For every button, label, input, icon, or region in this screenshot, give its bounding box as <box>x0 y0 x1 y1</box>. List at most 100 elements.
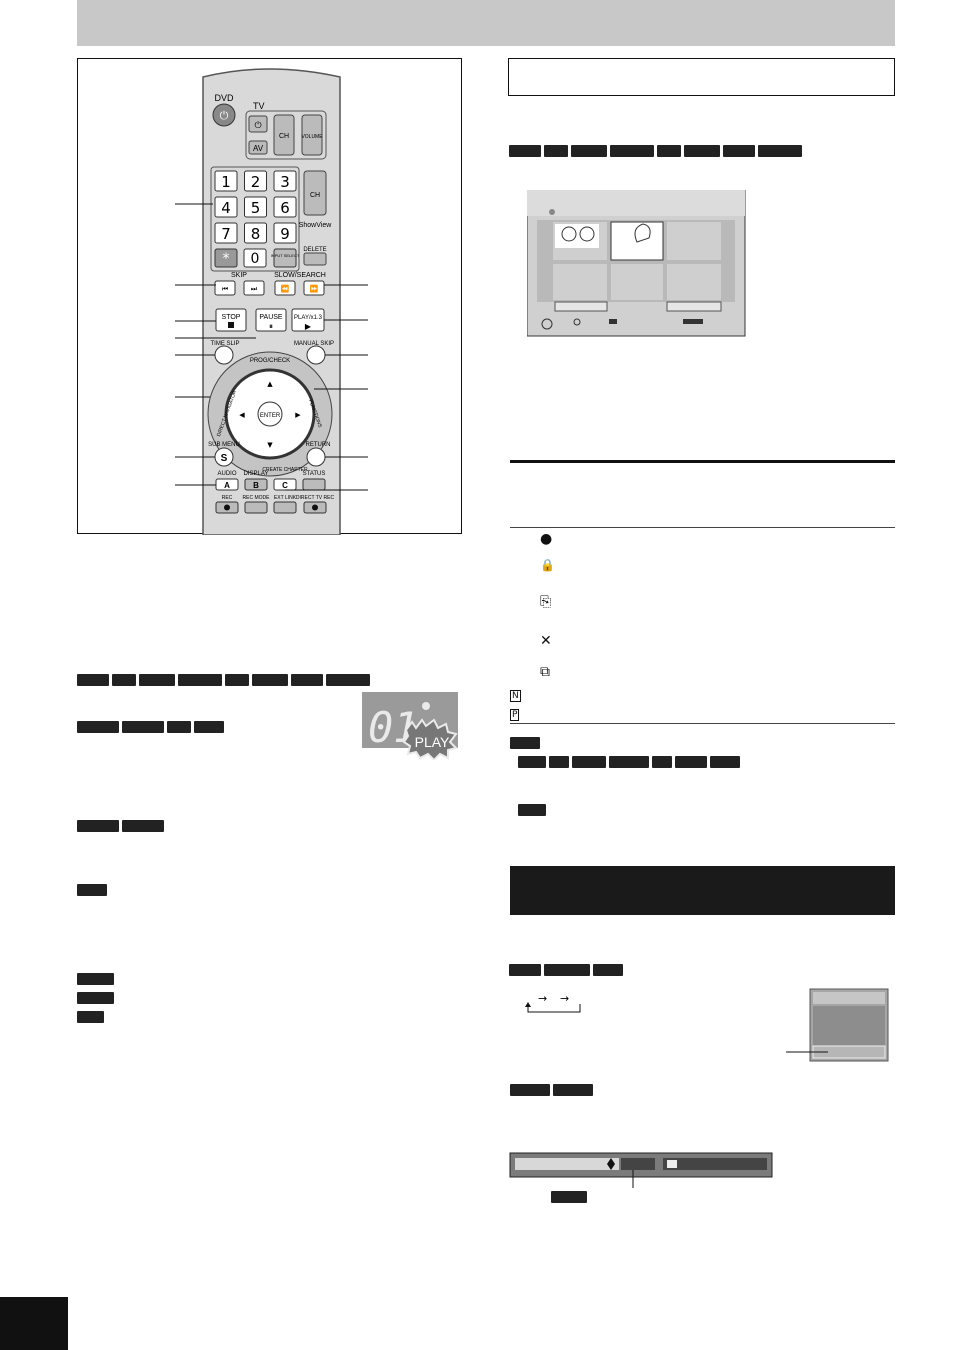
thumbnail-cell[interactable] <box>553 264 607 300</box>
status-bar-figure <box>509 1152 773 1188</box>
rec-mode-label: REC MODE <box>243 495 271 501</box>
direct-tv-rec-icon <box>312 504 318 511</box>
screen-next-button[interactable] <box>666 301 722 312</box>
page-header-band <box>77 0 895 46</box>
screen-prev-button[interactable] <box>554 301 608 312</box>
enter-button[interactable] <box>257 401 283 427</box>
disc-badge <box>509 964 541 976</box>
n-icon: N <box>510 690 521 702</box>
volume-rocker[interactable] <box>301 114 323 156</box>
display-button[interactable] <box>244 478 268 491</box>
fast-forward-icon: ⏩ <box>310 284 319 293</box>
cycle-arrow-2: → <box>560 992 569 1005</box>
skip-back-button[interactable] <box>214 280 236 296</box>
disc-badge <box>758 145 802 157</box>
table-rule-top <box>510 527 895 528</box>
channel-rocker[interactable] <box>303 170 327 216</box>
disc-badge <box>544 145 568 157</box>
cycle-return-line <box>527 1004 581 1013</box>
audio-a-label: A <box>224 481 230 490</box>
dolby-icon <box>667 1160 677 1168</box>
fast-forward-button[interactable] <box>303 280 325 296</box>
digit-button-5[interactable] <box>244 196 267 218</box>
showview-label: ShowView <box>299 222 333 229</box>
disc-badge-row-7 <box>77 1011 104 1023</box>
front-panel-display: 01 PLAY <box>362 692 458 760</box>
tv-ch-label: CH <box>279 133 289 140</box>
time-slip-button[interactable] <box>214 345 234 365</box>
pause-button[interactable] <box>255 308 287 332</box>
arrow-left-icon: ◀ <box>239 411 245 419</box>
thumbnail-cell[interactable] <box>667 264 721 300</box>
disc-badge-row-right-6 <box>510 1084 593 1096</box>
disc-badge <box>657 145 681 157</box>
dvd-label: DVD <box>214 93 234 103</box>
digit-button-4[interactable] <box>214 196 238 218</box>
disc-badge <box>551 1191 587 1203</box>
menu-body <box>813 1006 885 1046</box>
delete-label: DELETE <box>303 247 326 253</box>
callout-lines <box>175 203 368 491</box>
skip-forward-button[interactable] <box>243 280 265 296</box>
delete-button[interactable] <box>303 252 327 266</box>
status-button[interactable] <box>302 478 326 491</box>
tv-label: TV <box>253 101 265 111</box>
rewind-icon: ⏪ <box>281 284 290 293</box>
return-label: RETURN <box>306 442 331 448</box>
digit-button-8[interactable] <box>244 222 267 244</box>
digit-button-1[interactable] <box>214 170 238 192</box>
digit-button-2[interactable] <box>244 170 267 192</box>
arrow-right-icon: ▶ <box>295 411 301 419</box>
disc-badge <box>77 992 114 1004</box>
person-head-2 <box>579 226 595 242</box>
protected-icon: ⎘ <box>540 594 552 610</box>
digit-button-6[interactable] <box>273 196 297 218</box>
stop-button[interactable] <box>215 308 247 332</box>
return-button[interactable] <box>306 447 326 467</box>
menu-cycle-diagram: → → <box>525 992 581 1013</box>
cycle-return-arrowhead <box>525 1002 531 1007</box>
manual-skip-button[interactable] <box>306 345 326 365</box>
disc-badge <box>77 973 114 985</box>
play-burst-shape <box>402 718 458 760</box>
digit-label: 8 <box>251 225 261 243</box>
dvd-power-button[interactable] <box>212 103 236 127</box>
star-button[interactable] <box>214 248 238 268</box>
rewind-button[interactable] <box>274 280 296 296</box>
digit-label: 6 <box>280 199 290 217</box>
digit-button-3[interactable] <box>273 170 297 192</box>
ext-link-label: EXT LINK <box>274 495 297 501</box>
skip-label: SKIP <box>231 272 247 279</box>
digit-label: 2 <box>251 173 261 191</box>
digit-button-9[interactable] <box>273 222 297 244</box>
status-bar-segment-1 <box>515 1158 619 1170</box>
rec-mode-button[interactable] <box>244 501 268 514</box>
disc-badge-row-right-1 <box>509 145 802 157</box>
disc-badge <box>675 756 707 768</box>
p-icon: P <box>510 709 520 721</box>
manual-skip-label: MANUAL SKIP <box>294 341 334 347</box>
status-bar-segment-3 <box>663 1158 767 1170</box>
tv-power-button[interactable] <box>248 115 268 133</box>
audio-label: AUDIO <box>217 471 236 477</box>
input-select-button[interactable] <box>273 248 297 268</box>
thumbnail-cell[interactable] <box>667 222 721 260</box>
cross-icon: ✕ <box>540 633 552 649</box>
arrow-down-icon: ▼ <box>267 441 273 449</box>
skip-forward-icon: ⏭ <box>251 285 258 293</box>
disc-badge <box>509 145 541 157</box>
disc-badge <box>194 721 224 733</box>
zero-button[interactable] <box>243 248 267 268</box>
digit-label: 7 <box>221 225 231 243</box>
disc-badge <box>122 820 164 832</box>
ext-link-button[interactable] <box>273 501 297 514</box>
disc-small-icon <box>549 209 555 215</box>
av-button[interactable] <box>248 140 268 155</box>
tv-ch-rocker[interactable] <box>273 114 295 156</box>
disc-badge <box>723 145 755 157</box>
thumbnail-cell[interactable] <box>611 264 663 300</box>
digit-button-7[interactable] <box>214 222 238 244</box>
